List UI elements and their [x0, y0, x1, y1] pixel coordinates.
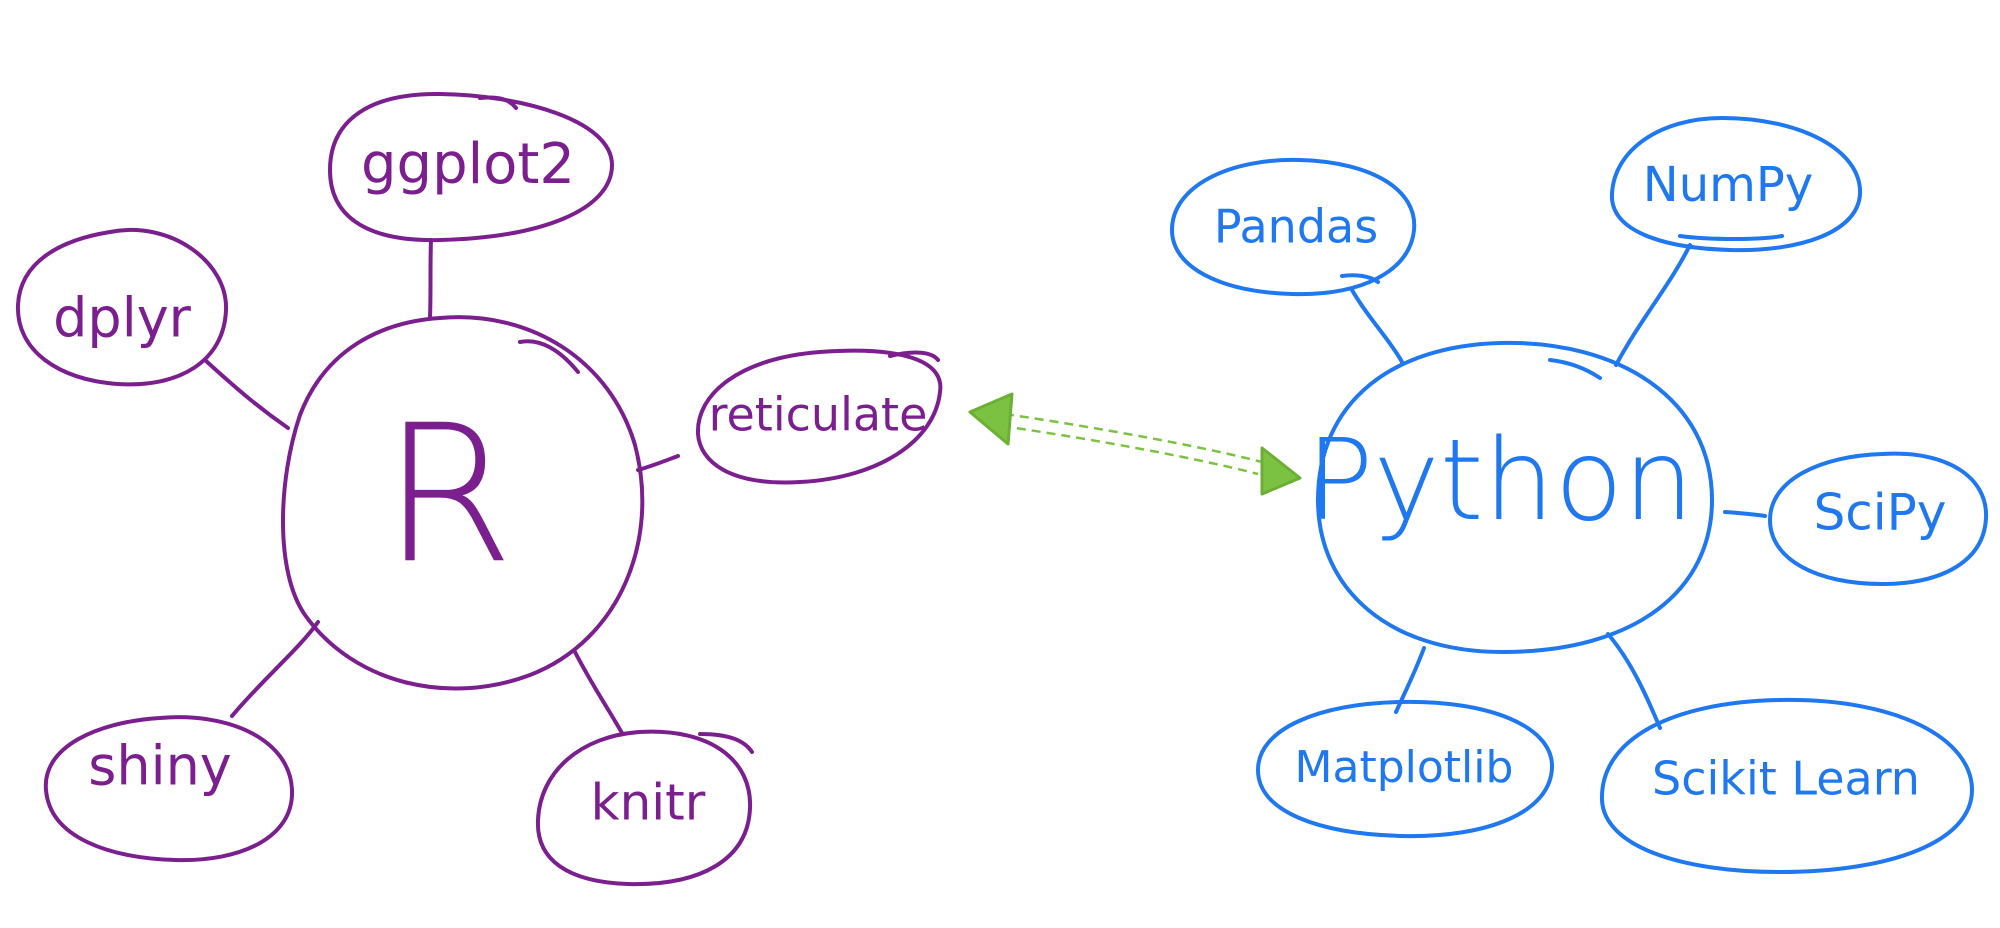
bridge-arrow-line-upper: [1004, 412, 1263, 464]
python-hub-circle-overlap: [1548, 358, 1602, 380]
node-shiny-outline: [43, 715, 295, 863]
node-knitr-label: knitr: [591, 774, 706, 832]
connector-python-scikit-learn: [1606, 632, 1662, 730]
connector-python-pandas: [1350, 288, 1404, 364]
node-ggplot2-label: ggplot2: [361, 132, 575, 197]
node-pandas: Pandas: [1170, 157, 1417, 297]
node-numpy-outline-tail: [1678, 234, 1784, 241]
connector-python-scipy: [1723, 510, 1767, 518]
node-reticulate-outline: [695, 348, 943, 485]
node-matplotlib: Matplotlib: [1256, 699, 1554, 839]
r-hub-label: R: [382, 384, 514, 605]
connector-r-knitr: [573, 650, 624, 735]
bridge-arrow-line-lower: [1001, 424, 1259, 476]
node-reticulate-outline-tail: [888, 350, 940, 362]
node-scipy-outline: [1768, 451, 1989, 586]
node-ggplot2-outline: [328, 91, 614, 243]
node-reticulate: reticulate: [695, 348, 943, 485]
node-numpy: NumPy: [1609, 116, 1863, 253]
node-matplotlib-outline: [1256, 699, 1554, 839]
node-numpy-outline: [1609, 116, 1863, 253]
node-pandas-outline: [1170, 157, 1417, 297]
node-scikit-learn: Scikit Learn: [1599, 697, 1974, 874]
r-hub-circle: [281, 315, 645, 691]
node-knitr-outline-tail: [698, 732, 754, 754]
node-pandas-label: Pandas: [1214, 200, 1378, 254]
bridge-arrow: [968, 392, 1302, 496]
node-ggplot2-outline-tail: [478, 95, 518, 110]
python-hub-label: Python: [1306, 416, 1694, 546]
r-ecosystem: R ggplot2 dplyr reticulate shiny: [15, 91, 943, 887]
bridge-arrowhead-right: [1260, 446, 1302, 496]
node-shiny: shiny: [43, 715, 295, 863]
node-numpy-label: NumPy: [1643, 157, 1813, 213]
node-shiny-label: shiny: [88, 735, 232, 798]
connector-r-shiny: [230, 620, 320, 718]
connector-r-ggplot2: [428, 238, 433, 320]
node-ggplot2: ggplot2: [328, 91, 614, 243]
node-scikit-learn-label: Scikit Learn: [1652, 752, 1920, 806]
python-hub-circle: [1316, 340, 1714, 654]
node-scikit-learn-outline: [1599, 697, 1974, 874]
connector-python-numpy: [1614, 243, 1692, 367]
node-matplotlib-label: Matplotlib: [1295, 742, 1514, 793]
node-dplyr-label: dplyr: [53, 287, 192, 350]
node-reticulate-label: reticulate: [709, 388, 928, 442]
connector-r-reticulate: [636, 454, 680, 472]
node-dplyr: dplyr: [15, 228, 229, 387]
node-scipy-label: SciPy: [1814, 484, 1947, 542]
r-hub-circle-overlap: [518, 339, 580, 374]
node-knitr: knitr: [535, 729, 754, 887]
node-pandas-outline-tail: [1340, 273, 1380, 284]
connector-python-matplotlib: [1394, 646, 1426, 714]
node-dplyr-outline: [15, 228, 229, 387]
connector-r-dplyr: [203, 358, 290, 430]
node-scipy: SciPy: [1768, 451, 1989, 586]
node-knitr-outline: [535, 729, 753, 887]
bridge-arrowhead-left: [968, 392, 1014, 446]
python-ecosystem: Python Pandas NumPy SciPy Matplot: [1170, 116, 1989, 874]
